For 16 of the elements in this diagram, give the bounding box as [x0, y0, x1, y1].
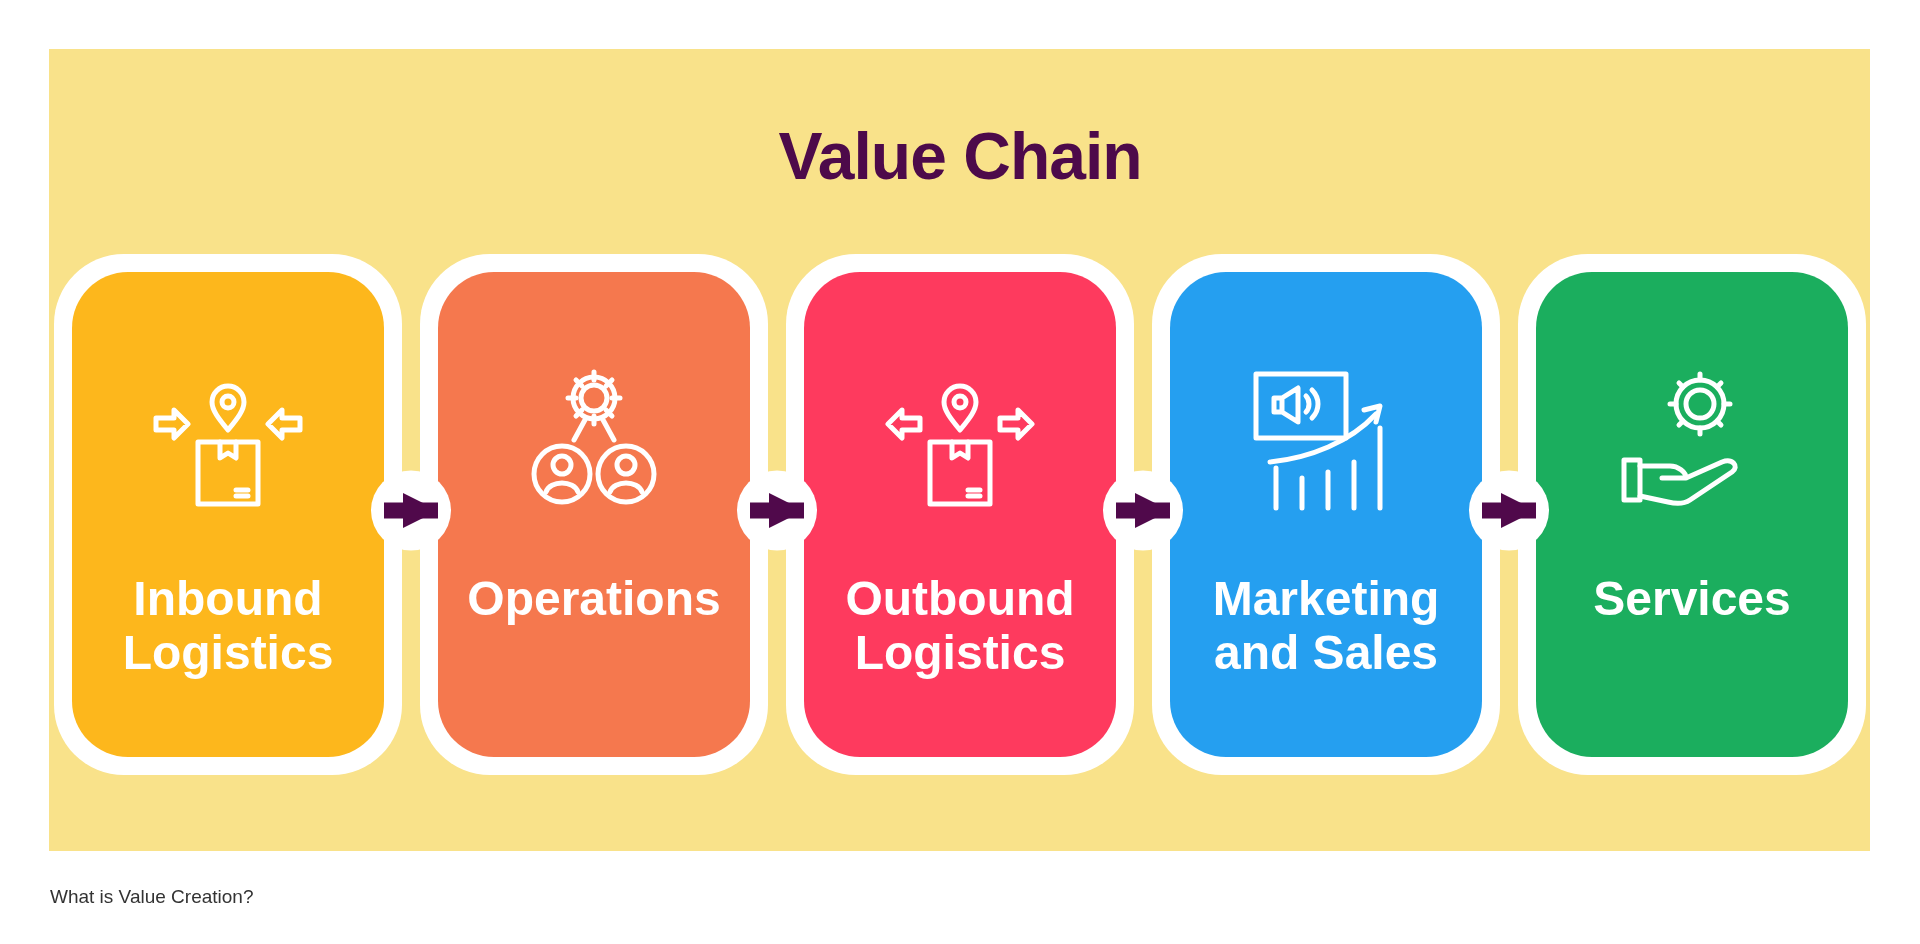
stage-label: Marketing and Sales: [1211, 572, 1441, 680]
stage-label: Operations: [466, 572, 722, 626]
diagram-title: Value Chain: [777, 118, 1143, 194]
arrow: [1482, 492, 1536, 529]
arrow: [384, 492, 438, 529]
stage-card: [72, 272, 384, 757]
arrow: [750, 492, 804, 529]
footer-text: What is Value Creation?: [50, 886, 254, 908]
stage-label: Inbound Logistics: [121, 572, 335, 680]
arrow: [1116, 492, 1170, 529]
stage-label: Outbound Logistics: [844, 572, 1076, 680]
stage-card: [1170, 272, 1482, 757]
stage-card: [1536, 272, 1848, 757]
stage-card: [804, 272, 1116, 757]
stage-label: Services: [1592, 572, 1792, 626]
stage-card: [438, 272, 750, 757]
